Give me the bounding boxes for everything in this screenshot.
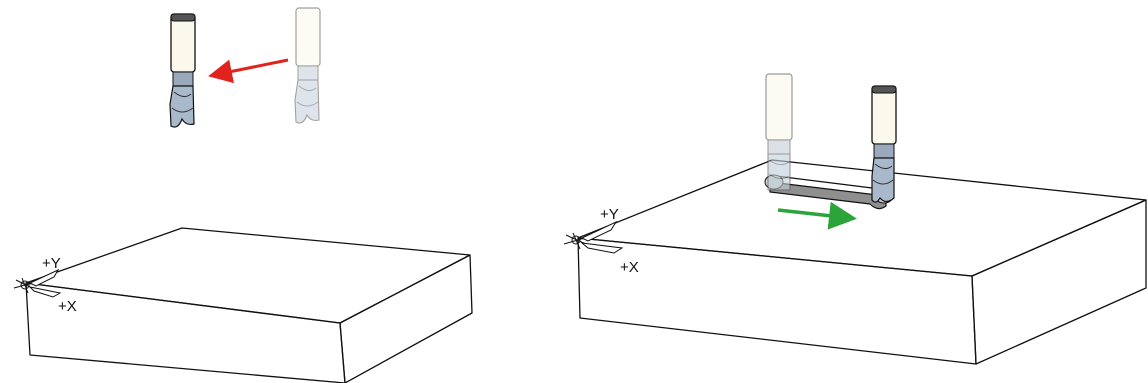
right-scene: +Y +X — [563, 73, 1147, 365]
right-move-arrow — [777, 201, 857, 230]
left-tool-flutes — [169, 85, 195, 128]
left-move-arrow — [208, 58, 289, 84]
right-axis-y-label: +Y — [600, 206, 619, 223]
right-workpiece-block — [577, 159, 1147, 365]
left-block-top-face — [25, 227, 471, 324]
left-block-front-face — [25, 282, 346, 383]
left-block-side-face — [339, 254, 473, 383]
left-scene: +Y +X — [13, 7, 473, 383]
right-block-front-face — [577, 237, 977, 365]
left-tool-ghost — [294, 7, 321, 124]
right-origin-marker: +Y +X — [563, 206, 639, 276]
left-workpiece-block — [25, 227, 473, 383]
right-block-top-face — [577, 159, 1147, 277]
right-tool-end-active — [871, 85, 897, 203]
left-y-axis-arrow — [28, 268, 60, 287]
left-origin-marker: +Y +X — [13, 255, 77, 315]
left-tool-active — [169, 13, 196, 128]
right-y-axis-arrow — [580, 220, 618, 242]
right-tool-start-ghost — [765, 73, 793, 191]
left-tool-shank — [170, 13, 196, 73]
left-axis-y-label: +Y — [42, 255, 61, 272]
right-block-side-face — [971, 199, 1147, 365]
right-axis-x-label: +X — [620, 259, 639, 276]
right-x-axis-arrow — [580, 242, 624, 254]
left-axis-x-label: +X — [58, 298, 77, 315]
left-x-axis-arrow — [28, 286, 62, 298]
